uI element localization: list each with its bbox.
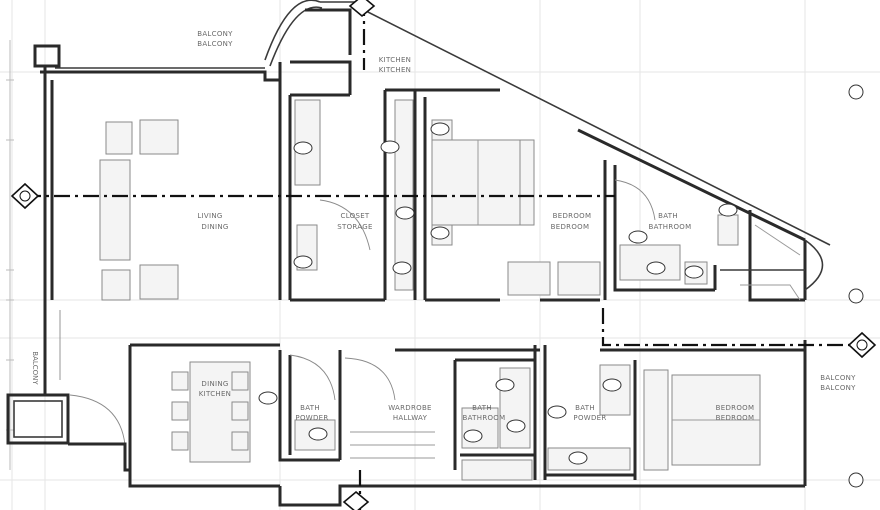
room-area-bedroom-2: BEDROOM xyxy=(716,414,755,422)
vertical-note: BALCONY xyxy=(31,351,39,385)
room-label-kitchen: KITCHEN xyxy=(379,56,411,64)
room-label-bath-3: BATH xyxy=(472,404,492,412)
bed xyxy=(431,139,523,226)
room-label-wardrobe: WARDROBE xyxy=(388,404,432,412)
room-area-dining: KITCHEN xyxy=(199,390,231,398)
wardrobe xyxy=(557,261,601,296)
section-marker-east xyxy=(847,331,877,359)
room-label-toilet: BATH xyxy=(575,404,595,412)
left-ruler xyxy=(6,40,14,470)
sofa xyxy=(99,159,131,261)
section-marker-north xyxy=(348,0,376,18)
room-label-closet: CLOSET xyxy=(341,212,370,220)
room-tags xyxy=(258,122,738,465)
armchair xyxy=(139,119,179,155)
armchair xyxy=(105,121,133,155)
room-labels: BALCONY BALCONY KITCHEN KITCHEN LIVING D… xyxy=(31,30,856,422)
side-table xyxy=(101,269,131,301)
room-area-wardrobe: HALLWAY xyxy=(393,414,428,422)
room-area-kitchen: KITCHEN xyxy=(379,66,411,74)
room-area-bath-2: POWDER xyxy=(295,414,328,422)
walls xyxy=(6,0,831,507)
section-markers xyxy=(10,0,877,510)
room-area-bath-1: BATHROOM xyxy=(649,223,692,231)
room-label-bath-1: BATH xyxy=(658,212,678,220)
room-area-bath-3: BATHROOM xyxy=(463,414,506,422)
section-marker-west xyxy=(10,182,40,210)
wardrobe xyxy=(507,261,551,296)
room-label-bath-2: BATH xyxy=(300,404,320,412)
bathtub xyxy=(547,447,631,471)
grid-circles xyxy=(848,84,864,488)
room-area-closet: STORAGE xyxy=(337,223,372,231)
room-area-living: DINING xyxy=(201,223,228,231)
room-label-balcony: BALCONY xyxy=(197,30,233,38)
toilet xyxy=(717,214,739,246)
room-label-bedroom-1: BEDROOM xyxy=(553,212,592,220)
room-area-balcony-2: BALCONY xyxy=(820,384,856,392)
bathtub xyxy=(461,459,533,481)
room-label-bedroom-2: BEDROOM xyxy=(716,404,755,412)
bathtub xyxy=(619,244,681,281)
room-area-balcony: BALCONY xyxy=(197,40,233,48)
room-area-bedroom-1: BEDROOM xyxy=(551,223,590,231)
wardrobe xyxy=(643,369,669,471)
room-label-balcony-2: BALCONY xyxy=(820,374,856,382)
section-marker-south xyxy=(342,490,370,510)
room-label-living: LIVING xyxy=(197,212,222,220)
armchair xyxy=(139,264,179,300)
room-label-dining: DINING xyxy=(201,380,228,388)
room-area-toilet: POWDER xyxy=(573,414,606,422)
